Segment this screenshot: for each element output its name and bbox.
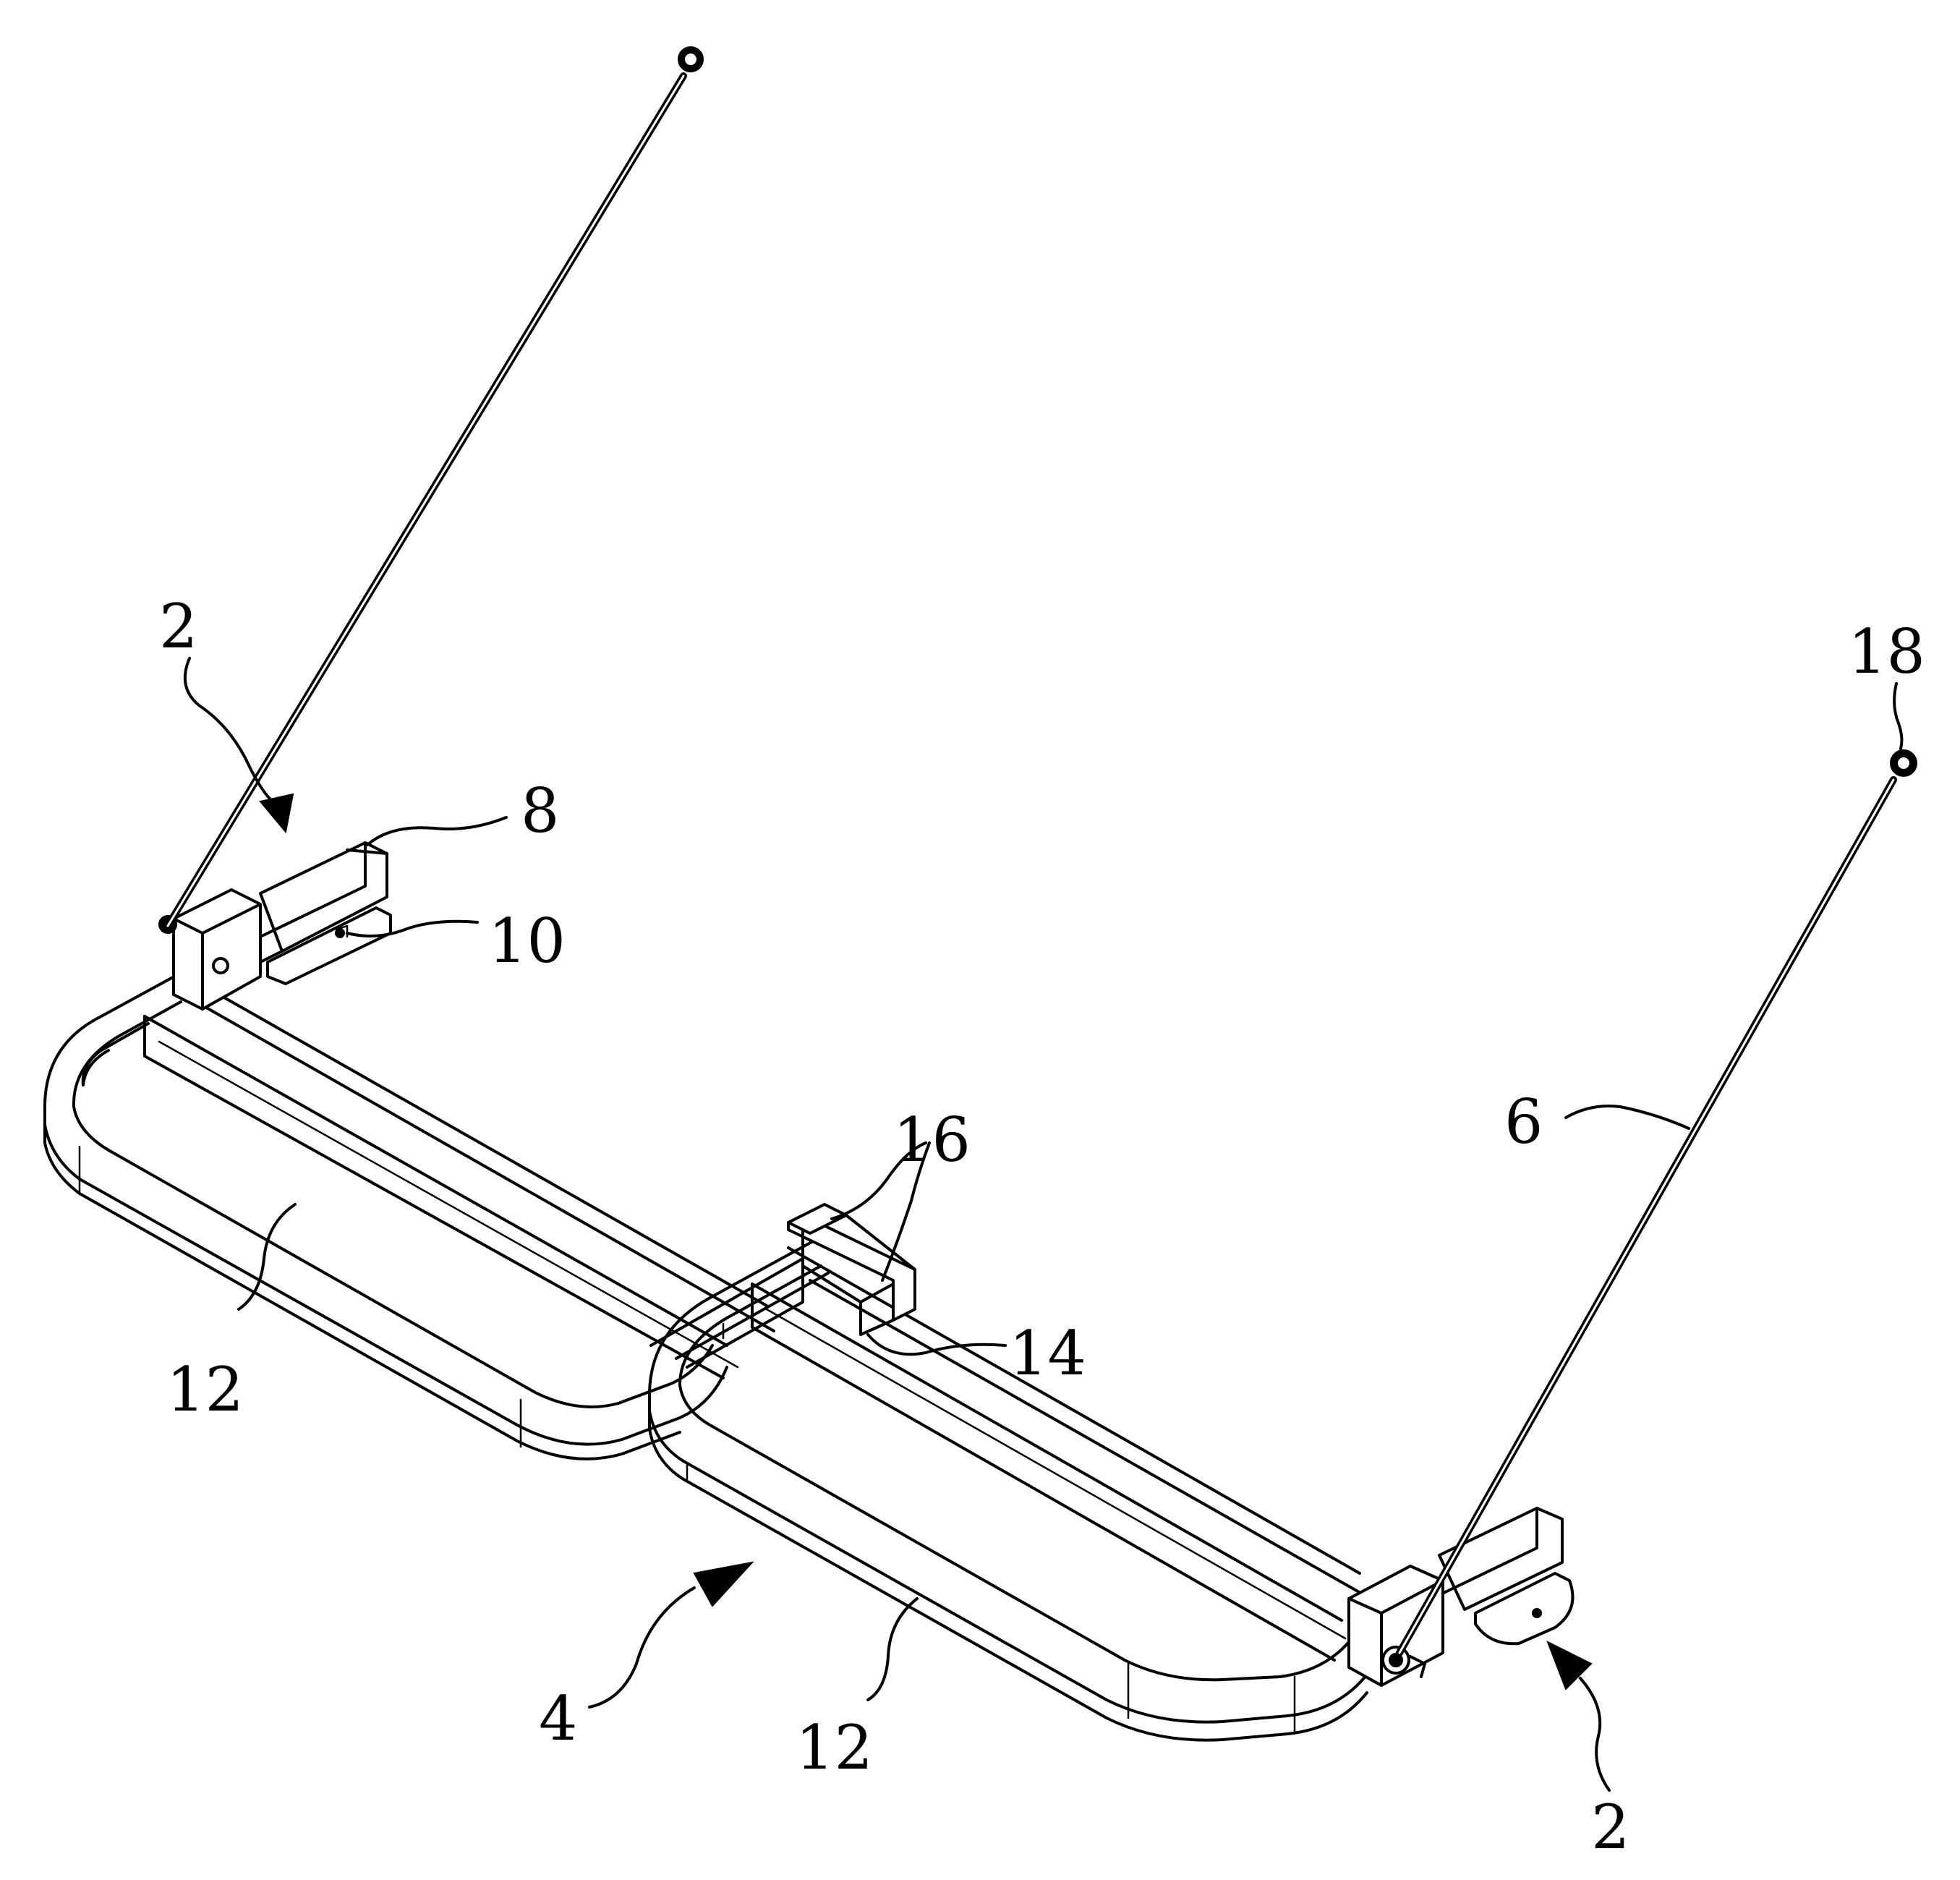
label-frame-half-left: 12 <box>166 1354 244 1425</box>
label-frame: 4 <box>539 1683 577 1754</box>
label-frame-half-right: 12 <box>796 1712 873 1783</box>
reference-labels: 2 8 10 12 16 14 4 12 6 18 2 <box>159 591 1925 1863</box>
left-rod <box>164 46 704 930</box>
label-bracket-right: 2 <box>1591 1792 1629 1863</box>
label-joint: 14 <box>1009 1318 1086 1389</box>
leader-lines <box>183 657 1904 1792</box>
label-pin: 10 <box>488 906 566 977</box>
label-clamp: 16 <box>893 1105 971 1175</box>
label-rod: 6 <box>1504 1086 1543 1157</box>
left-frame-half <box>43 971 775 1460</box>
right-frame-half <box>648 1235 1386 1742</box>
label-bracket-left: 2 <box>159 591 197 662</box>
left-bracket <box>158 841 392 1011</box>
joint-and-clamp <box>649 1203 916 1369</box>
label-rod-end: 18 <box>1848 616 1925 687</box>
right-rod <box>1396 749 1917 1656</box>
right-bracket <box>1347 1507 1575 1687</box>
label-sleeve: 8 <box>521 775 559 846</box>
